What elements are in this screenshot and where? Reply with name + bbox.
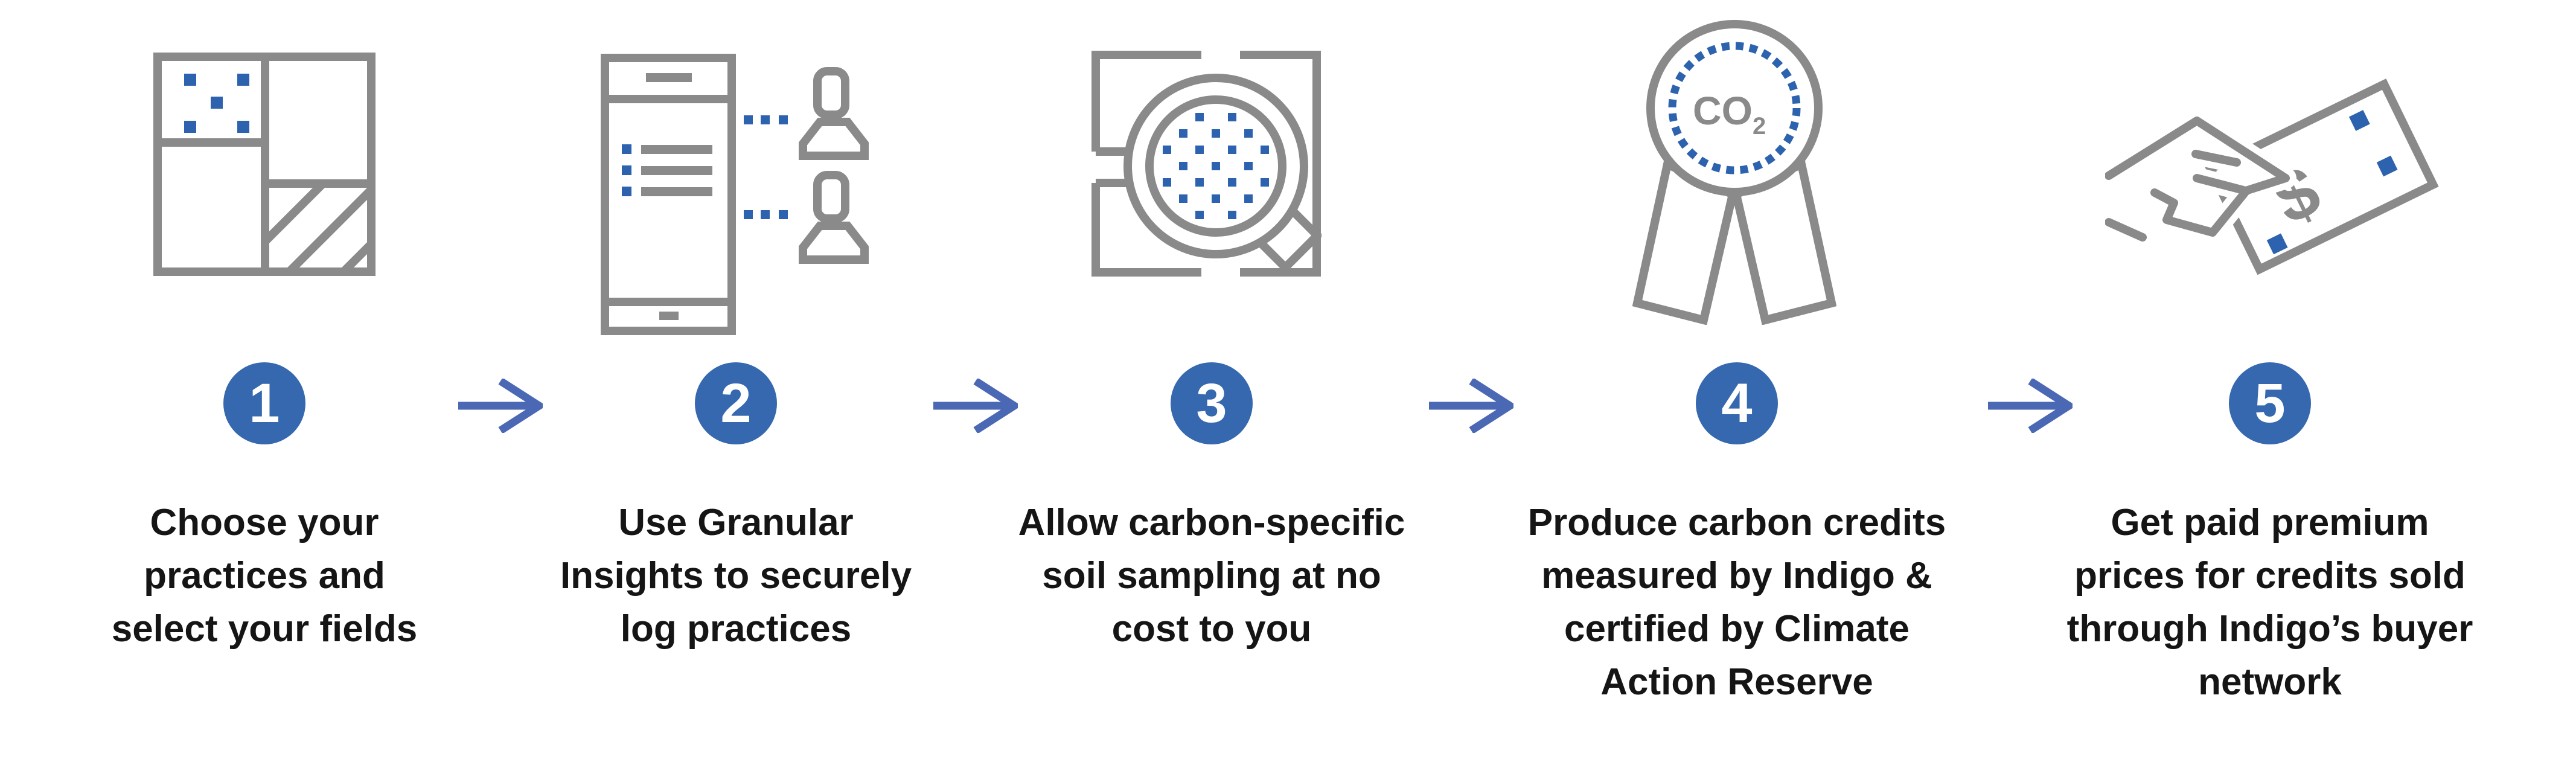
caption-line: cost to you (1111, 608, 1312, 650)
caption-line: prices for credits sold (2074, 555, 2466, 597)
person-head (813, 67, 849, 119)
caption-line: log practices (620, 608, 852, 650)
caption-line: select your fields (111, 608, 418, 650)
caption-line: Get paid premium (2111, 502, 2429, 543)
step-caption: Allow carbon-specific soil sampling at n… (982, 496, 1441, 656)
step-4-column: CO2 4 Produce carbon credits measured by… (1489, 0, 1984, 759)
field-map-icon (153, 53, 376, 276)
hand (2105, 110, 2296, 248)
step-number: 5 (2254, 373, 2286, 434)
arrow-right-icon (1429, 377, 1518, 434)
arrow-right-icon (933, 377, 1022, 434)
step-number: 3 (1196, 373, 1227, 434)
step-caption: Produce carbon credits measured by Indig… (1489, 496, 1984, 709)
step-number-badge: 4 (1696, 362, 1778, 444)
arrow-right-icon (458, 377, 547, 434)
person-shoulders (799, 118, 869, 160)
step-caption: Use Granular Insights to securely log pr… (531, 496, 941, 656)
caption-line: soil sampling at no (1042, 555, 1381, 597)
caption-line: Allow carbon-specific (1018, 502, 1405, 543)
step-2-column: 2 Use Granular Insights to securely log … (531, 0, 941, 759)
person-shoulders (799, 222, 869, 264)
step-caption: Get paid premium prices for credits sold… (2010, 496, 2530, 709)
soil-sample-dots (1163, 113, 1269, 219)
caption-line: Produce carbon credits (1527, 502, 1946, 543)
step-number-badge: 2 (695, 362, 777, 444)
caption-line: certified by Climate (1564, 608, 1910, 650)
caption-line: through Indigo’s buyer (2066, 608, 2473, 650)
caption-line: Use Granular (618, 502, 854, 543)
step-number-badge: 5 (2229, 362, 2311, 444)
arrow-right-icon (1988, 377, 2077, 434)
dollar-bill: $ (2205, 78, 2439, 275)
step-number-badge: 1 (223, 362, 305, 444)
co2-label: CO2 (1693, 88, 1766, 139)
step-caption: Choose your practices and select your fi… (71, 496, 458, 656)
soil-sampling-magnifier-icon (1091, 51, 1322, 277)
caption-line: measured by Indigo & (1541, 555, 1932, 597)
co2-ribbon-icon: CO2 (1632, 20, 1836, 325)
step-number: 1 (249, 373, 280, 434)
caption-line: practices and (144, 555, 385, 597)
caption-line: Insights to securely (560, 555, 912, 597)
step-3-column: 3 Allow carbon-specific soil sampling at… (982, 0, 1441, 759)
caption-line: Action Reserve (1600, 661, 1873, 703)
bill-corner-marks (2266, 110, 2398, 255)
step-number: 4 (1721, 373, 1753, 434)
step-5-column: $ 5 Get paid premium prices for credits … (2010, 0, 2530, 759)
person-head (813, 171, 849, 223)
caption-line: Choose your (150, 502, 379, 543)
step-number-badge: 3 (1171, 362, 1253, 444)
caption-line: network (2198, 661, 2342, 703)
dotted-ring (1668, 42, 1801, 175)
step-1-column: 1 Choose your practices and select your … (71, 0, 458, 759)
step-number: 2 (720, 373, 752, 434)
practice-dots (184, 74, 249, 133)
phone-sync-icon (601, 54, 869, 335)
payment-icon: $ (2105, 78, 2439, 275)
sync-dashes (622, 115, 788, 219)
